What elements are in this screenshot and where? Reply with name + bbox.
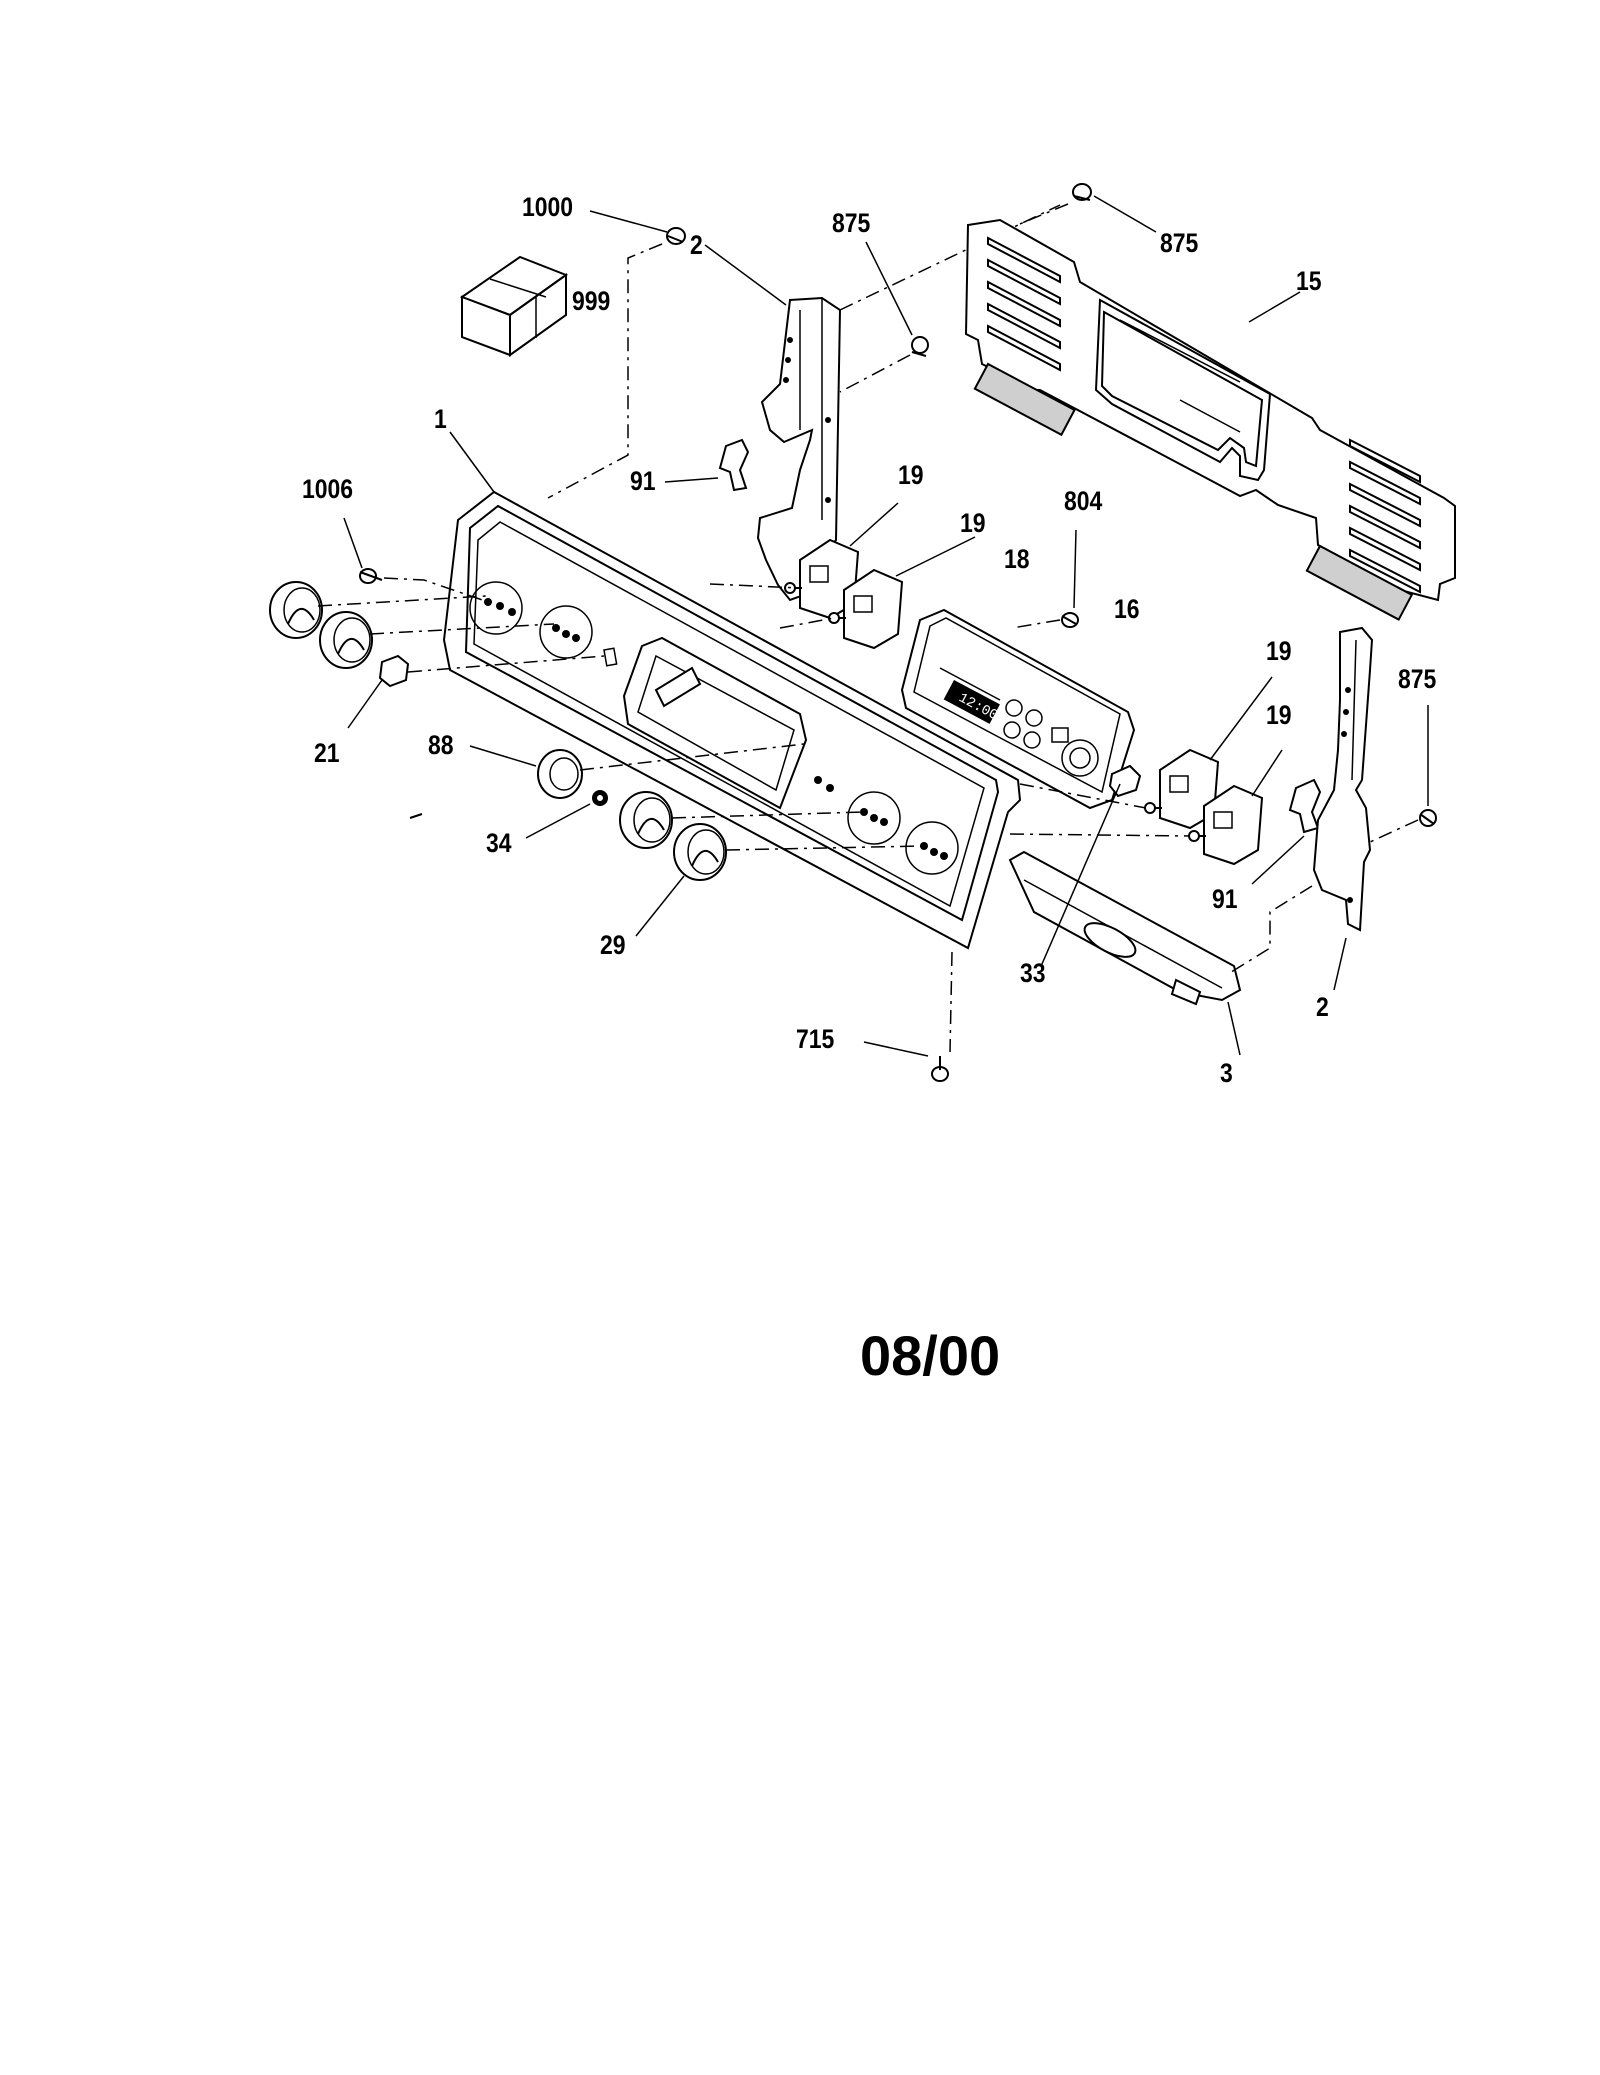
callout-19-d: 19 (1266, 700, 1292, 730)
clip-91-top-icon (718, 438, 750, 492)
side-bracket-2-bottom (1312, 626, 1374, 932)
back-panel-15 (964, 218, 1456, 621)
screw-875-c-icon (1419, 809, 1437, 827)
screw-1000-icon (666, 227, 686, 245)
callout-21: 21 (314, 738, 340, 768)
callout-88: 88 (428, 730, 454, 760)
callout-18: 18 (1004, 544, 1030, 574)
callout-1000: 1000 (522, 192, 574, 222)
control-panel-1 (442, 490, 1022, 950)
screw-875-b-icon (1072, 183, 1092, 201)
callout-29: 29 (600, 930, 626, 960)
callout-875-a: 875 (832, 208, 871, 238)
callout-804: 804 (1064, 486, 1103, 516)
callout-2-top: 2 (690, 230, 703, 260)
callout-3: 3 (1220, 1058, 1233, 1088)
callout-19-b: 19 (960, 508, 986, 538)
switch-19-b (828, 568, 904, 650)
knob-left-1-icon (269, 581, 323, 639)
screw-715-icon (931, 1056, 949, 1082)
electronic-control-16: 12:00 (900, 608, 1136, 810)
callout-1006: 1006 (302, 474, 354, 504)
callout-19-a: 19 (898, 460, 924, 490)
callout-1: 1 (434, 404, 447, 434)
callout-33: 33 (1020, 958, 1046, 988)
callout-91-top: 91 (630, 466, 656, 496)
knob-right-2-icon (673, 823, 727, 881)
callout-875-c: 875 (1398, 664, 1437, 694)
screw-1006-icon (359, 568, 383, 584)
part-999-box (459, 255, 569, 357)
screw-804-icon (1061, 612, 1079, 628)
date-code: 08/00 (860, 1324, 1001, 1387)
callout-875-b: 875 (1160, 228, 1199, 258)
clip-91-bottom-icon (1288, 778, 1322, 834)
knob-left-2-icon (319, 611, 373, 669)
ring-34-icon (592, 790, 608, 806)
callout-34: 34 (486, 828, 512, 858)
screw-875-a-icon (911, 336, 929, 357)
callout-91-bottom: 91 (1212, 884, 1238, 914)
button-21-icon (378, 654, 410, 688)
knob-right-1-icon (619, 791, 673, 849)
callout-16: 16 (1114, 594, 1140, 624)
knob-88-icon (537, 749, 583, 799)
switch-19-d (1188, 784, 1264, 866)
stray-mark-icon (409, 813, 423, 819)
callout-2-bottom: 2 (1316, 992, 1329, 1022)
callout-19-c: 19 (1266, 636, 1292, 666)
callout-999: 999 (572, 286, 611, 316)
callout-715: 715 (796, 1024, 835, 1054)
callout-15: 15 (1296, 266, 1322, 296)
